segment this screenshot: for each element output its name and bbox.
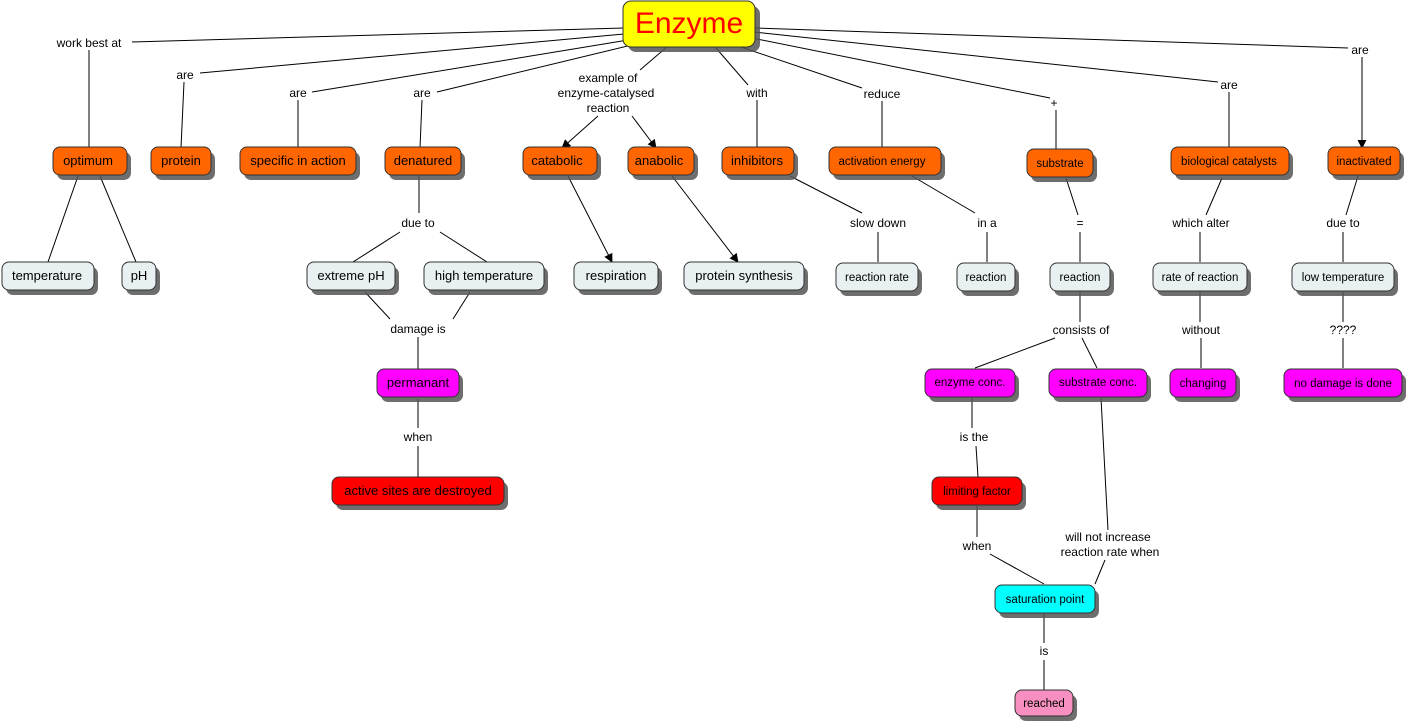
svg-text:anabolic: anabolic [635,153,684,168]
concept-reached[interactable]: reached [1014,689,1077,721]
svg-text:changing: changing [1180,378,1227,390]
concept-substrate[interactable]: substrate [1026,148,1097,182]
svg-text:reaction: reaction [966,272,1007,284]
link-when-limiting: when [962,539,992,553]
link-with: with [745,86,767,100]
concept-extreme-ph[interactable]: extreme pH [306,261,399,295]
concept-low-temperature[interactable]: low temperature [1291,262,1398,296]
svg-text:inhibitors: inhibitors [731,153,784,168]
concept-reaction-rate[interactable]: reaction rate [835,262,922,296]
concept-catabolic[interactable]: catabolic [522,146,601,180]
concept-substrate-conc[interactable]: substrate conc. [1048,368,1151,402]
concept-reaction-b[interactable]: reaction [1049,262,1114,296]
concept-reaction-a[interactable]: reaction [956,262,1019,296]
svg-text:active sites are destroyed: active sites are destroyed [344,483,491,498]
svg-text:limiting factor: limiting factor [943,486,1011,498]
link-equals: = [1076,216,1083,230]
concept-enzyme-conc[interactable]: enzyme conc. [924,368,1019,402]
svg-text:rate of reaction: rate of reaction [1162,272,1239,284]
svg-text:temperature: temperature [12,268,82,283]
concept-biological-catalysts[interactable]: biological catalysts [1170,146,1293,180]
svg-text:pH: pH [131,268,148,283]
link-work-best-at: work best at [56,36,122,50]
svg-text:extreme pH: extreme pH [317,268,384,283]
concept-respiration[interactable]: respiration [573,261,662,295]
concept-limiting-factor[interactable]: limiting factor [931,476,1026,510]
link-when-permanant: when [403,430,433,444]
svg-text:denatured: denatured [394,153,453,168]
concept-anabolic[interactable]: anabolic [627,146,698,180]
link-without: without [1181,323,1221,337]
concept-optimum[interactable]: optimum [52,146,131,180]
link-are-specific: are [289,86,307,100]
concept-denatured[interactable]: denatured [384,146,465,180]
concept-rate-of-reaction[interactable]: rate of reaction [1152,262,1251,296]
link-in-a: in a [977,216,997,230]
svg-text:specific in action: specific in action [250,153,345,168]
svg-text:respiration: respiration [586,268,647,283]
svg-text:reaction: reaction [1060,272,1101,284]
link-reduce: reduce [864,87,901,101]
svg-text:reached: reached [1023,698,1065,710]
concept-inhibitors[interactable]: inhibitors [721,146,798,180]
concept-inactivated[interactable]: inactivated [1327,146,1404,180]
concept-protein[interactable]: protein [150,146,215,180]
concept-high-temperature[interactable]: high temperature [423,261,548,295]
concept-saturation-point[interactable]: saturation point [994,584,1099,618]
concept-ph[interactable]: pH [121,261,160,295]
concept-protein-synthesis[interactable]: protein synthesis [683,261,808,295]
svg-text:catabolic: catabolic [531,153,583,168]
concept-no-damage-is-done[interactable]: no damage is done [1283,368,1406,402]
link-will-not-increase: will not increase [1064,530,1151,544]
link-which-alter: which alter [1171,216,1229,230]
svg-text:Enzyme: Enzyme [635,7,743,40]
link-reaction-rate-when: reaction rate when [1061,545,1160,559]
svg-text:protein: protein [161,153,201,168]
concept-permanant[interactable]: permanant [376,368,463,402]
link-are-biocat: are [1220,78,1238,92]
link-are-protein: are [176,68,194,82]
link-question: ???? [1330,323,1357,337]
link-consists-of: consists of [1053,323,1110,337]
link-due-to-denatured: due to [401,216,435,230]
svg-text:activation energy: activation energy [839,156,926,168]
svg-text:high temperature: high temperature [435,268,533,283]
link-is: is [1040,644,1049,658]
svg-text:saturation point: saturation point [1006,594,1085,606]
svg-text:enzyme conc.: enzyme conc. [935,377,1006,389]
svg-text:protein synthesis: protein synthesis [695,268,793,283]
concept-temperature[interactable]: temperature [1,261,98,295]
svg-text:biological catalysts: biological catalysts [1181,156,1277,168]
svg-text:reaction rate: reaction rate [845,272,909,284]
concept-activation-energy[interactable]: activation energy [828,146,945,180]
svg-text:permanant: permanant [387,375,450,390]
concept-enzyme[interactable]: Enzyme [622,0,760,52]
link-are-denatured: are [413,86,431,100]
link-enzyme-catalysed: enzyme-catalysed [558,86,655,100]
link-labels: work best at are are are example of enzy… [46,34,1369,658]
concept-changing[interactable]: changing [1169,368,1240,402]
link-slow-down: slow down [850,216,906,230]
svg-text:low temperature: low temperature [1302,272,1384,284]
link-are-inactivated: are [1351,43,1369,57]
concept-specific-in-action[interactable]: specific in action [239,146,360,180]
svg-text:no damage is done: no damage is done [1294,378,1392,390]
svg-text:optimum: optimum [63,153,113,168]
link-reaction: reaction [587,101,630,115]
connector-lines [47,27,1367,690]
svg-text:inactivated: inactivated [1337,156,1392,168]
concept-active-sites-are-destroyed[interactable]: active sites are destroyed [331,476,508,510]
link-damage-is: damage is [390,322,445,336]
svg-text:substrate conc.: substrate conc. [1059,377,1137,389]
link-example-of: example of [579,71,638,85]
link-is-the: is the [960,430,989,444]
svg-text:substrate: substrate [1036,158,1083,170]
link-plus: + [1050,96,1057,110]
link-due-to-inactivated: due to [1326,216,1360,230]
